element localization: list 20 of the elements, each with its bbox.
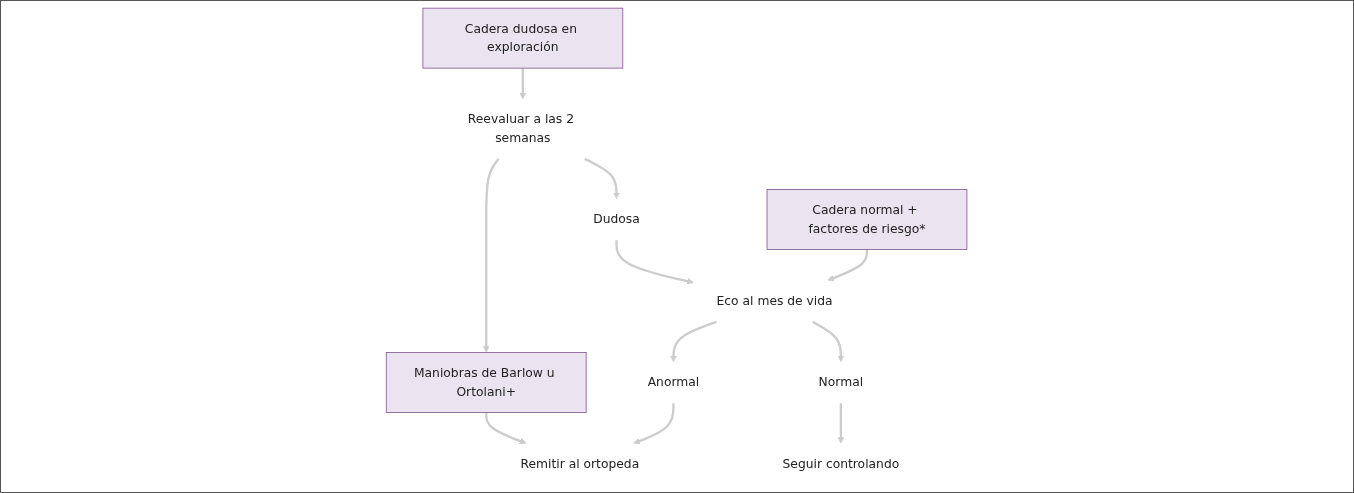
- arrow: [670, 320, 718, 363]
- arrow: [812, 320, 845, 363]
- node-text: Seguir controlando: [782, 456, 900, 472]
- arrow: [827, 249, 869, 282]
- node-text: Remitir al ortopeda: [520, 456, 640, 472]
- node-text: Dudosa: [593, 211, 641, 227]
- arrow: [633, 403, 675, 445]
- node-box: Cadera dudosa en exploración: [422, 7, 624, 69]
- arrow: [615, 240, 695, 285]
- node-box: Maniobras de Barlow u Ortolani+: [386, 352, 587, 413]
- arrow: [519, 68, 527, 100]
- node-text: Reevaluar a las 2 semanas: [468, 111, 575, 146]
- node-text: Anormal: [648, 374, 700, 390]
- node-text: Normal: [819, 374, 864, 390]
- arrow: [837, 403, 845, 444]
- arrow: [483, 158, 500, 353]
- arrow: [584, 157, 621, 200]
- node-box: Cadera normal + factores de riesgo*: [767, 189, 968, 250]
- arrow: [485, 412, 527, 445]
- node-text: Eco al mes de vida: [716, 293, 834, 309]
